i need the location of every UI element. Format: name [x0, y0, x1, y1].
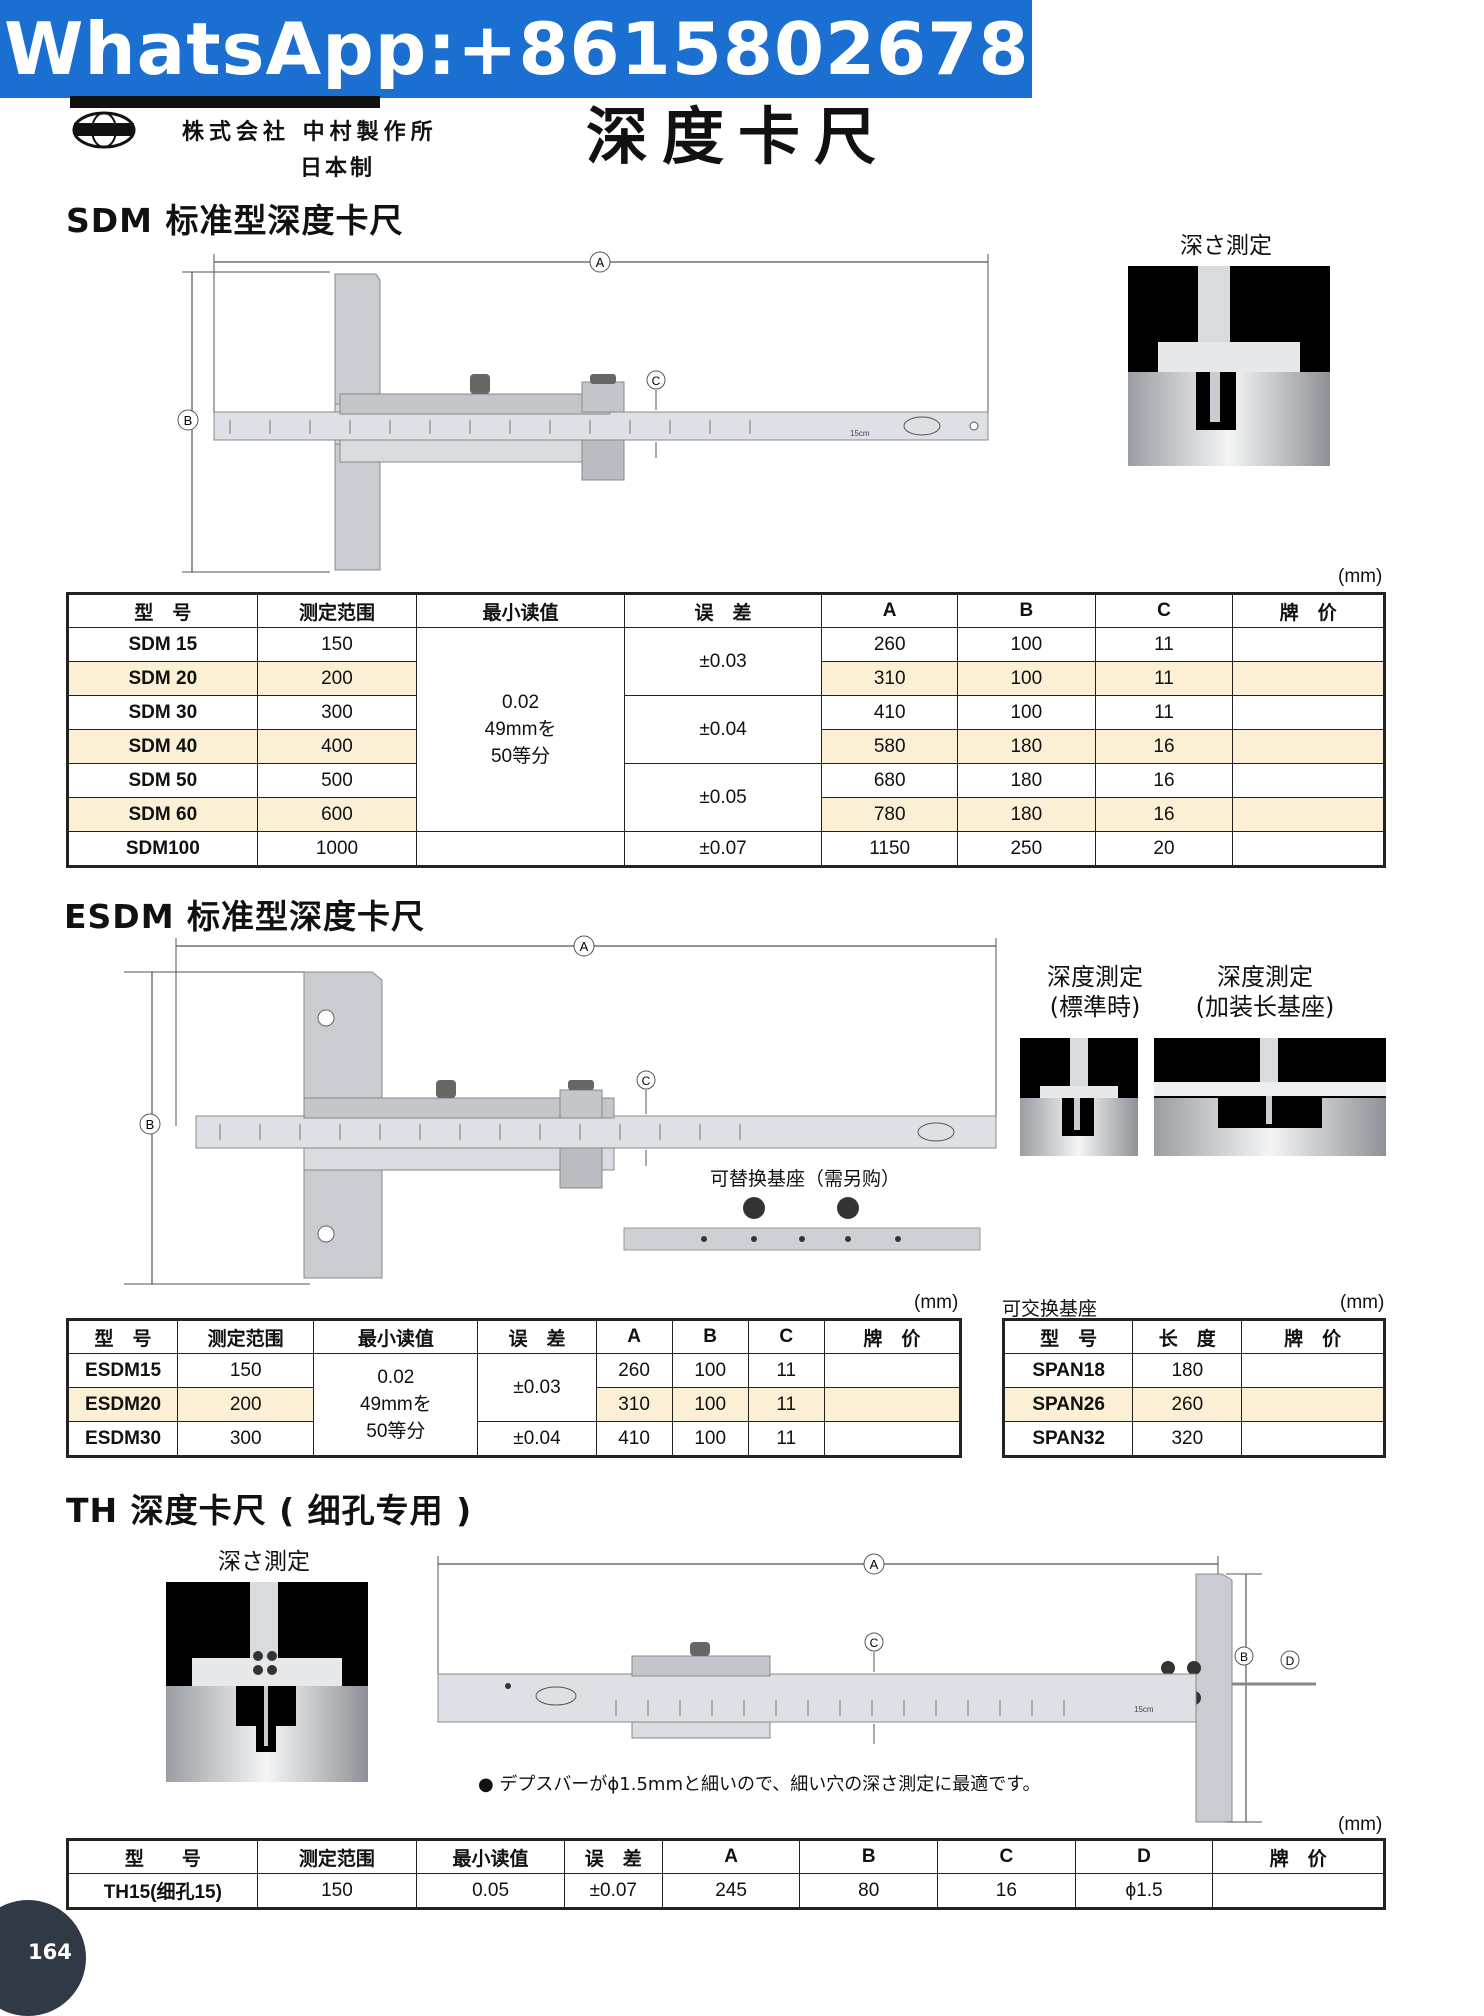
scale-mark: 15cm — [850, 429, 870, 438]
sdm-header-row: 型 号 测定范围 最小读值 误 差 A B C 牌 价 — [67, 593, 1385, 628]
col-c: C — [1094, 593, 1234, 628]
base-caption: 可替换基座（需另购） — [710, 1168, 901, 1190]
maker-name: 株式会社 中村製作所 — [182, 120, 438, 145]
page-number: 164 — [28, 1940, 72, 1964]
dim-c-label: C — [652, 374, 661, 388]
esdm-caliper-diagram: A B C — [124, 935, 997, 1285]
sdm-measurement-photo — [1128, 266, 1330, 466]
col-model: 型 号 — [67, 593, 258, 628]
made-in-japan: 日本制 — [300, 156, 376, 181]
span-title: 可交换基座 — [1002, 1299, 1098, 1320]
sdm-section-title: SDM 标准型深度卡尺 — [66, 201, 404, 240]
svg-text:15cm: 15cm — [1134, 1705, 1154, 1714]
th-photo-caption: 深さ測定 — [218, 1549, 310, 1575]
svg-text:B: B — [1240, 1650, 1248, 1664]
brand-stripe — [70, 96, 380, 108]
th-measurement-photo — [166, 1582, 368, 1782]
esdm-photo2 — [1154, 1038, 1386, 1156]
replaceable-base-image — [623, 1197, 981, 1251]
col-a: A — [821, 593, 959, 628]
whatsapp-banner: WhatsApp:+8615802678096 — [0, 0, 1183, 98]
svg-text:B: B — [146, 1117, 155, 1132]
span-header-row: 型 号长 度牌 价 — [1002, 1319, 1385, 1354]
page-number-badge: 164 — [0, 1900, 86, 2016]
esdm-photo1-caption: 深度測定 (標準時) — [1047, 963, 1143, 1021]
svg-text:D: D — [1286, 1654, 1295, 1668]
th-section-title: TH 深度卡尺 ( 细孔专用 ) — [66, 1491, 473, 1530]
table-row: TH15(细孔15) 150 0.05 ±0.07 245 80 16 ϕ1.5 — [67, 1873, 1385, 1909]
sdm-spec-table: 型 号 测定范围 最小读值 误 差 A B C 牌 价 SDM 15 150 0… — [66, 592, 1386, 868]
col-error: 误 差 — [623, 593, 823, 628]
span-unit: (mm) — [1340, 1292, 1385, 1313]
kanon-logo-icon — [72, 111, 136, 149]
th-unit: (mm) — [1338, 1814, 1383, 1835]
svg-text:C: C — [642, 1074, 651, 1088]
svg-text:A: A — [580, 939, 589, 954]
th-note: ● デプスバーがϕ1.5mmと細いので、細い穴の深さ測定に最適です。 — [478, 1774, 1041, 1795]
min-read-cell: 0.02 49mmを 50等分 — [416, 627, 625, 832]
dim-b-label: B — [184, 413, 193, 428]
page-title: 深度卡尺 — [586, 100, 891, 173]
esdm-photo1 — [1020, 1038, 1138, 1156]
col-range: 测定范围 — [256, 593, 418, 628]
esdm-unit: (mm) — [914, 1292, 959, 1313]
esdm-photo2-caption: 深度測定 (加装长基座) — [1195, 963, 1335, 1021]
col-min-read: 最小读值 — [416, 593, 625, 628]
svg-text:A: A — [870, 1557, 879, 1572]
svg-text:C: C — [870, 1636, 879, 1650]
banner-text: WhatsApp:+8615802678096 — [4, 7, 1183, 91]
sdm-caliper-diagram: A B 15cm C — [177, 251, 989, 573]
esdm-section-title: ESDM 标准型深度卡尺 — [64, 897, 426, 936]
sdm-photo-caption: 深さ測定 — [1180, 233, 1272, 259]
dim-a-label: A — [596, 255, 605, 270]
col-b: B — [957, 593, 1096, 628]
th-caliper-diagram: A B D 15cm C — [437, 1553, 1316, 1823]
sdm-unit: (mm) — [1338, 566, 1383, 587]
col-price: 牌 价 — [1232, 593, 1385, 628]
